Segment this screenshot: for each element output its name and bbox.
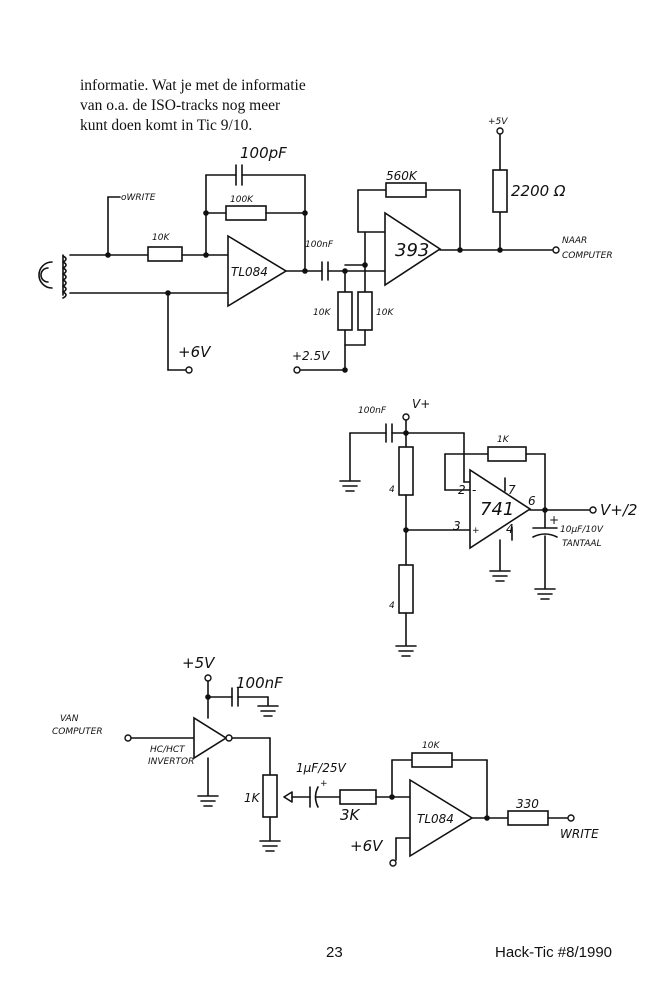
input-label: VAN bbox=[60, 714, 79, 724]
resistor-divider-top bbox=[398, 446, 414, 496]
resistor-100k bbox=[225, 205, 267, 221]
resistor-1k bbox=[487, 446, 527, 462]
supply-label: +5V bbox=[182, 654, 216, 672]
resistor-label: 10K bbox=[313, 308, 331, 318]
resistor-330 bbox=[507, 810, 549, 826]
comparator-label: 393 bbox=[395, 240, 429, 261]
opamp-tl084 bbox=[409, 778, 474, 858]
output-label: V+/2 bbox=[600, 501, 637, 519]
intro-paragraph: informatie. Wat je met de informatie van… bbox=[80, 76, 330, 136]
capacitor-label: 100pF bbox=[240, 144, 287, 162]
intro-line: kunt doen komt in Tic 9/10. bbox=[80, 117, 253, 134]
resistor-label: 1K bbox=[497, 435, 510, 445]
resistor-label: 3K bbox=[340, 806, 361, 824]
output-label: NAAR bbox=[562, 236, 587, 246]
resistor-label: 10K bbox=[376, 308, 394, 318]
page-number: 23 bbox=[326, 944, 343, 961]
capacitor-label: 10µF/10V bbox=[560, 525, 604, 535]
opamp-741 bbox=[469, 468, 532, 550]
bias-label: +6V bbox=[350, 837, 384, 855]
intro-line: van o.a. de ISO-tracks nog meer bbox=[80, 97, 281, 114]
input-label: COMPUTER bbox=[52, 727, 103, 737]
bias-label: +2.5V bbox=[292, 349, 330, 363]
ground-icon bbox=[395, 645, 417, 657]
capacitor-label: 100nF bbox=[305, 240, 334, 250]
resistor-label: 100K bbox=[230, 195, 254, 205]
opamp-label: TL084 bbox=[231, 265, 268, 279]
output-label: COMPUTER bbox=[562, 251, 613, 261]
pin-label: 6 bbox=[528, 494, 536, 508]
circuit-read-amplifier: oWRITE 10K +6V 100pF 100K TL084 bbox=[38, 117, 613, 374]
inverter-gate bbox=[193, 716, 228, 760]
comparator-393 bbox=[384, 211, 442, 287]
supply-label: V+ bbox=[412, 397, 430, 411]
resistor-label: 10K bbox=[422, 741, 440, 751]
pin-label: 7 bbox=[508, 483, 516, 497]
ground-icon bbox=[257, 705, 279, 717]
magnetic-head-icon bbox=[38, 254, 67, 299]
ground-icon bbox=[534, 588, 556, 600]
ground-icon bbox=[489, 570, 511, 582]
pin-label: - bbox=[472, 483, 476, 497]
resistor-label: 4 bbox=[389, 601, 395, 611]
potentiometer-1k bbox=[262, 774, 278, 818]
opamp-tl084 bbox=[227, 234, 288, 308]
opamp-label: TL084 bbox=[417, 812, 454, 826]
inverter-label: HC/HCT bbox=[150, 745, 186, 755]
resistor-2200 bbox=[492, 169, 508, 213]
capacitor-label: TANTAAL bbox=[562, 539, 602, 549]
resistor-label: 2200 Ω bbox=[511, 182, 566, 200]
resistor-label: 4 bbox=[389, 485, 395, 495]
capacitor-label: 1µF/25V bbox=[296, 761, 346, 775]
resistor-3k bbox=[339, 789, 377, 805]
capacitor-polarity: + bbox=[320, 779, 328, 789]
pin-label: + bbox=[472, 526, 480, 536]
capacitor-polarity: + bbox=[549, 513, 559, 527]
resistor-560k bbox=[385, 182, 427, 198]
pin-label: 3 bbox=[453, 519, 461, 533]
ground-icon bbox=[339, 480, 361, 492]
pin-label: 4 bbox=[506, 522, 514, 536]
bias-label: +6V bbox=[178, 343, 212, 361]
resistor-10k bbox=[411, 752, 453, 768]
opamp-label: 741 bbox=[480, 499, 514, 520]
write-label: oWRITE bbox=[121, 193, 156, 203]
magazine-issue: Hack-Tic #8/1990 bbox=[495, 944, 612, 961]
write-label: WRITE bbox=[560, 827, 599, 841]
circuit-virtual-ground: V+ 100nF 4 4 741 2 bbox=[339, 397, 637, 657]
capacitor-label: 100nF bbox=[236, 674, 283, 692]
capacitor-label: 100nF bbox=[358, 406, 387, 416]
supply-label: +5V bbox=[488, 117, 508, 127]
resistor-label: 560K bbox=[386, 169, 418, 183]
resistor-10k bbox=[357, 291, 373, 331]
resistor-label: 10K bbox=[152, 233, 170, 243]
intro-line: informatie. Wat je met de informatie bbox=[80, 77, 306, 94]
resistor-divider-bottom bbox=[398, 564, 414, 614]
inverter-label: INVERTOR bbox=[148, 757, 194, 767]
potentiometer-label: 1K bbox=[244, 791, 261, 805]
ground-icon bbox=[197, 795, 219, 807]
resistor-10k bbox=[147, 246, 183, 262]
circuit-write-driver: +5V 100nF VAN COMPUTER HC/HCT INVERTOR bbox=[52, 654, 599, 867]
resistor-10k bbox=[337, 291, 353, 331]
ground-icon bbox=[259, 840, 281, 852]
resistor-label: 330 bbox=[516, 797, 539, 811]
